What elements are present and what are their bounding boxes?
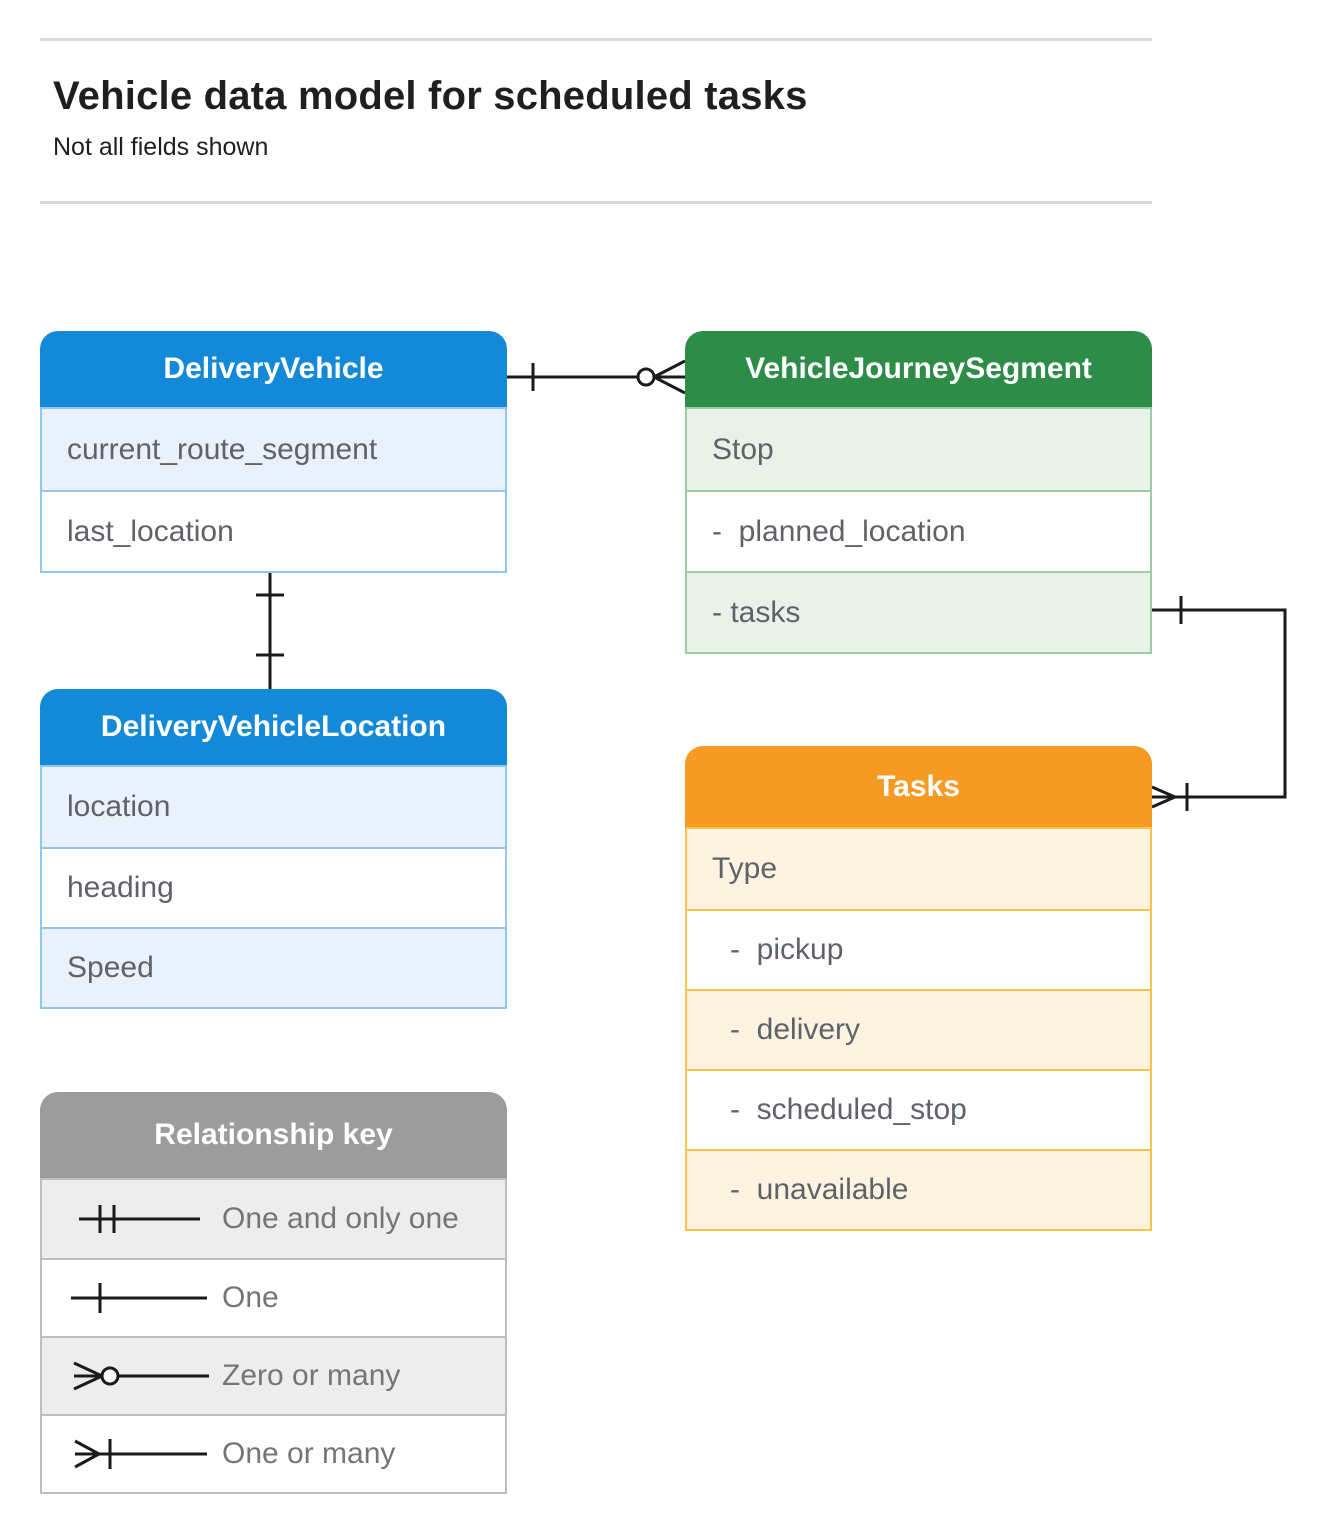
relationship-key-title: Relationship key bbox=[154, 1118, 393, 1151]
entity-title: VehicleJourneySegment bbox=[745, 352, 1092, 385]
legend-label: Zero or many bbox=[222, 1359, 401, 1392]
field-type: Type bbox=[687, 829, 1150, 909]
relationship-key-header: Relationship key bbox=[40, 1092, 507, 1178]
header-rule bbox=[40, 201, 1152, 204]
entity-delivery-vehicle: DeliveryVehicle current_route_segment la… bbox=[40, 331, 507, 573]
field-label: - tasks bbox=[712, 595, 801, 629]
one-or-many-icon bbox=[74, 1439, 207, 1469]
crow-foot bbox=[653, 359, 686, 395]
field-label: Speed bbox=[67, 951, 154, 984]
field-label: - scheduled_stop bbox=[730, 1093, 967, 1126]
zero-circle bbox=[636, 367, 656, 387]
field-pickup: - pickup bbox=[687, 909, 1150, 989]
field-label: location bbox=[67, 790, 171, 823]
one-icon bbox=[71, 1283, 207, 1313]
legend-label: One bbox=[222, 1281, 279, 1314]
field-delivery: - delivery bbox=[687, 989, 1150, 1069]
legend-label: One or many bbox=[222, 1437, 396, 1470]
field-label: - planned_location bbox=[712, 514, 966, 548]
connector-line bbox=[1152, 608, 1287, 799]
field-stop: Stop bbox=[687, 409, 1150, 490]
field-unavailable: - unavailable bbox=[687, 1149, 1150, 1229]
relationship-key-body: One and only one One Zero or many On bbox=[40, 1178, 507, 1494]
legend-label: One and only one bbox=[222, 1202, 459, 1235]
entity-delivery-vehicle-body: current_route_segment last_location bbox=[40, 407, 507, 573]
entity-vehicle-journey-segment-body: Stop - planned_location - tasks bbox=[685, 407, 1152, 654]
top-rule bbox=[40, 38, 1152, 41]
field-heading: heading bbox=[42, 847, 505, 927]
field-label: - delivery bbox=[730, 1013, 861, 1046]
entity-title: DeliveryVehicle bbox=[163, 352, 384, 385]
relationship-key: Relationship key One and only one One bbox=[40, 1092, 507, 1494]
entity-title: Tasks bbox=[877, 769, 960, 803]
entity-title: DeliveryVehicleLocation bbox=[100, 710, 447, 743]
entity-tasks: Tasks Type - pickup - delivery - schedul… bbox=[685, 746, 1152, 1231]
field-current-route-segment: current_route_segment bbox=[42, 409, 505, 490]
legend-item-zero-or-many: Zero or many bbox=[42, 1336, 505, 1414]
zero-or-many-icon bbox=[73, 1361, 209, 1391]
connector-tasks-field-tasks-entity bbox=[1151, 596, 1287, 811]
field-label: - pickup bbox=[730, 933, 844, 966]
field-scheduled-stop: - scheduled_stop bbox=[687, 1069, 1150, 1149]
field-planned-location: - planned_location bbox=[687, 490, 1150, 571]
entity-delivery-vehicle-location-body: location heading Speed bbox=[40, 765, 507, 1009]
crow-foot bbox=[1151, 785, 1176, 809]
legend-item-one-or-many: One or many bbox=[42, 1414, 505, 1492]
page-subtitle: Not all fields shown bbox=[53, 133, 269, 161]
field-label: Type bbox=[712, 852, 778, 885]
entity-vehicle-journey-segment-header: VehicleJourneySegment bbox=[685, 331, 1152, 407]
one-and-only-one-icon bbox=[79, 1205, 200, 1233]
field-label: last_location bbox=[67, 514, 234, 548]
connector-deliveryvehicle-deliveryvehiclelocation bbox=[256, 569, 284, 689]
entity-vehicle-journey-segment: VehicleJourneySegment Stop - planned_loc… bbox=[685, 331, 1152, 654]
field-label: heading bbox=[67, 871, 174, 904]
field-tasks: - tasks bbox=[687, 571, 1150, 652]
entity-delivery-vehicle-header: DeliveryVehicle bbox=[40, 331, 507, 407]
legend-item-one-and-only-one: One and only one bbox=[42, 1180, 505, 1258]
connector-deliveryvehicle-vehiclejourneysegment bbox=[507, 359, 686, 395]
field-label: - unavailable bbox=[730, 1173, 909, 1206]
field-location: location bbox=[42, 767, 505, 847]
field-label: Stop bbox=[712, 432, 774, 466]
legend-item-one: One bbox=[42, 1258, 505, 1336]
entity-delivery-vehicle-location-header: DeliveryVehicleLocation bbox=[40, 689, 507, 765]
field-last-location: last_location bbox=[42, 490, 505, 571]
field-label: current_route_segment bbox=[67, 432, 378, 466]
field-speed: Speed bbox=[42, 927, 505, 1007]
page-title: Vehicle data model for scheduled tasks bbox=[53, 74, 808, 118]
entity-delivery-vehicle-location: DeliveryVehicleLocation location heading… bbox=[40, 689, 507, 1009]
entity-tasks-body: Type - pickup - delivery - scheduled_sto… bbox=[685, 827, 1152, 1231]
entity-tasks-header: Tasks bbox=[685, 746, 1152, 827]
